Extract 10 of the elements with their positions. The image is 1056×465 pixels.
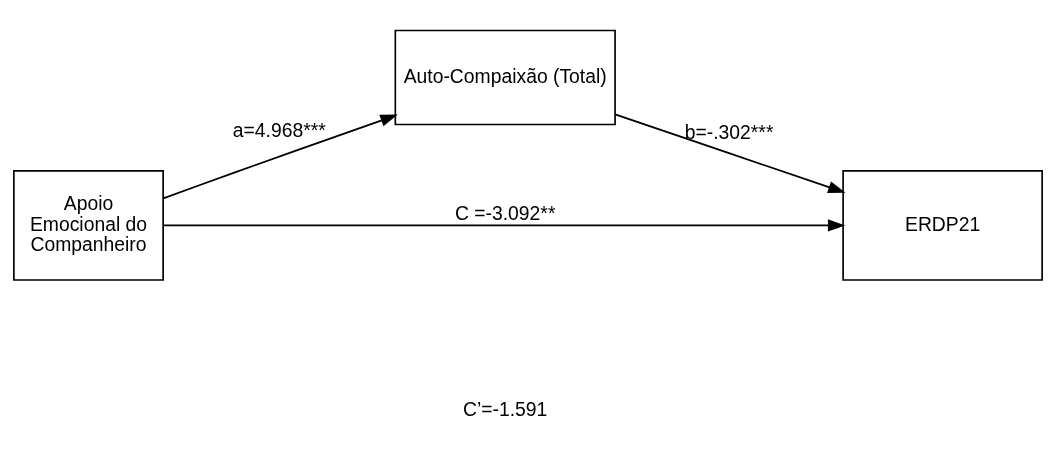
edge-label: C =-3.092** (454, 201, 556, 224)
edge-label: b=-.302*** (684, 120, 774, 143)
node-box: ERDP21 (842, 169, 1043, 281)
node-box: Auto-Compaixão (Total) (394, 29, 616, 125)
node-box: Apoio Emocional do Companheiro (13, 169, 164, 281)
arrow (614, 113, 846, 193)
edge-label: a=4.968*** (232, 118, 326, 141)
arrow (162, 218, 846, 231)
label: C’=-1.591 (463, 397, 548, 420)
arrow (162, 114, 398, 199)
